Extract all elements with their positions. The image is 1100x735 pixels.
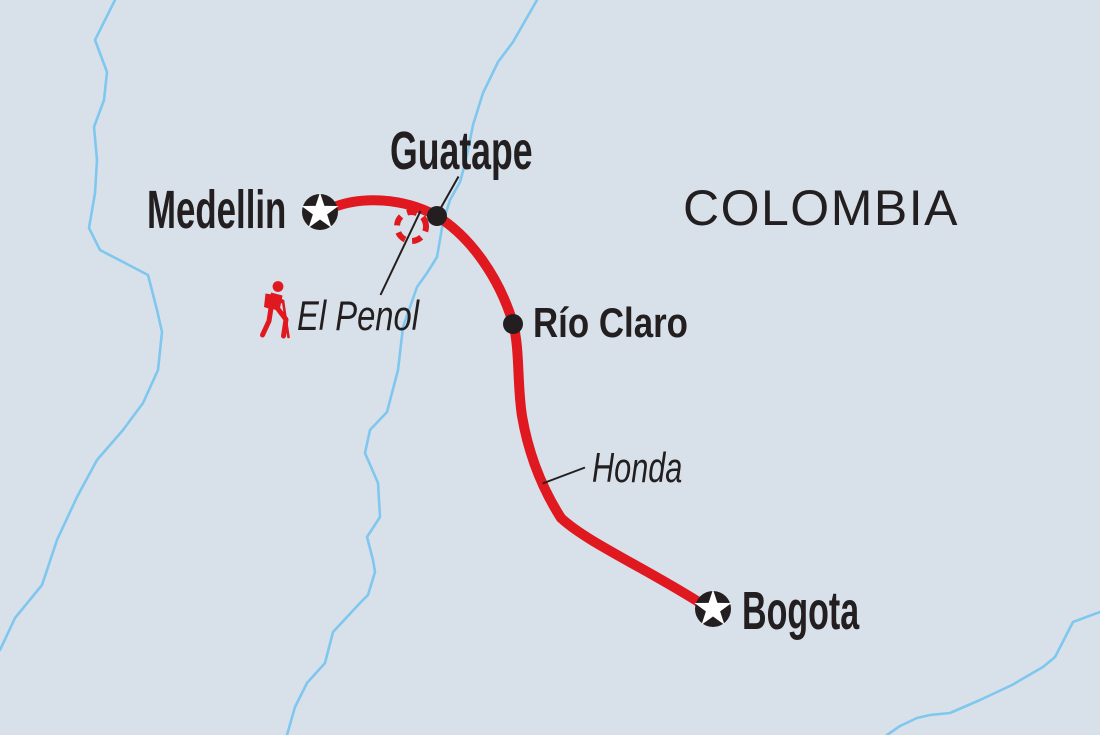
river-southeast bbox=[885, 610, 1100, 735]
rio-claro-label: Río Claro bbox=[533, 299, 688, 346]
guatape-label: Guatape bbox=[390, 121, 533, 181]
hiker-icon bbox=[260, 281, 290, 339]
bogota-label: Bogota bbox=[742, 581, 860, 641]
honda-label: Honda bbox=[592, 444, 683, 491]
river-west bbox=[0, 0, 164, 652]
guatape-dot-marker bbox=[427, 206, 447, 226]
guatape-leader-line bbox=[437, 176, 460, 213]
medellin-star-glyph bbox=[301, 192, 339, 228]
medellin-star-icon bbox=[301, 192, 339, 230]
rio-claro-dot-marker bbox=[503, 314, 523, 334]
country-label: COLOMBIA bbox=[683, 180, 959, 236]
bogota-star-glyph bbox=[694, 589, 732, 625]
medellin-label: Medellin bbox=[147, 180, 287, 240]
river-central bbox=[285, 0, 539, 735]
honda-leader-line bbox=[542, 466, 586, 485]
el-penol-leader-line bbox=[379, 210, 422, 296]
bogota-star-icon bbox=[694, 589, 732, 627]
el-penol-label: El Penol bbox=[297, 292, 420, 339]
el-penol-dashed-loop bbox=[394, 209, 429, 244]
